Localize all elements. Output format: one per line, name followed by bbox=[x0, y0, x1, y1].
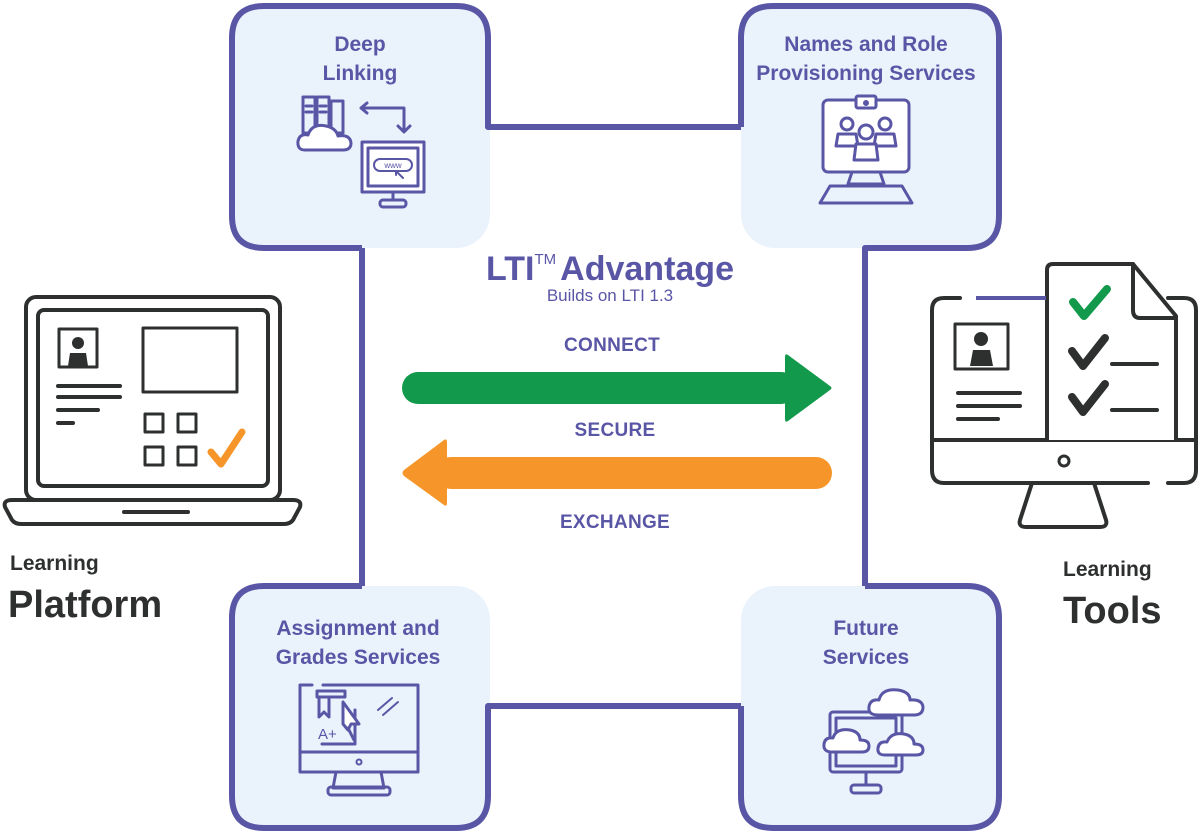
exchange-arrow bbox=[402, 439, 832, 506]
frame-outline bbox=[229, 3, 1002, 831]
frame-top-right bbox=[738, 3, 1002, 586]
frame-bottom-left bbox=[229, 583, 741, 831]
platform-label-small: Learning bbox=[10, 552, 99, 575]
desktop-checklist-icon bbox=[930, 262, 1198, 529]
tools-label-big: Tools bbox=[1063, 590, 1162, 632]
check-icon bbox=[1068, 380, 1109, 416]
laptop-dashboard-icon bbox=[2, 295, 303, 526]
connect-arrow bbox=[402, 354, 832, 422]
secure-label: SECURE bbox=[574, 420, 656, 441]
exchange-label: EXCHANGE bbox=[559, 512, 671, 533]
frame-bottom-right bbox=[738, 583, 1002, 831]
frame-top-left bbox=[229, 3, 741, 251]
cloud-server-to-web-icon bbox=[296, 95, 426, 209]
orange-check-icon bbox=[207, 428, 246, 468]
assignment-grades-title: Assignment and Grades Services bbox=[275, 617, 441, 669]
platform-label-big: Platform bbox=[8, 584, 163, 626]
trademark-mark: TM bbox=[534, 251, 557, 268]
tools-label-small: Learning bbox=[1063, 558, 1152, 581]
avatar-icon bbox=[68, 337, 88, 366]
graded-assignment-monitor-icon bbox=[298, 683, 420, 797]
power-dot bbox=[355, 758, 363, 766]
future-services-title: Future Services bbox=[822, 617, 910, 669]
check-icon bbox=[1068, 334, 1109, 370]
subtitle: Builds on LTI 1.3 bbox=[546, 286, 674, 305]
connect-label: CONNECT bbox=[563, 335, 661, 356]
deep-linking-title: Deep Linking bbox=[322, 33, 398, 85]
group-on-monitor-icon bbox=[818, 94, 914, 205]
title-lti: LTI bbox=[486, 250, 535, 288]
names-roles-title: Names and Role Provisioning Services bbox=[756, 33, 976, 85]
assignment-grades-box bbox=[230, 586, 490, 830]
www-glyph: www bbox=[383, 161, 402, 170]
a-plus-glyph: A+ bbox=[318, 726, 337, 743]
tools-avatar-icon bbox=[970, 332, 993, 366]
clouds-monitor-icon bbox=[822, 688, 925, 795]
title-advantage: Advantage bbox=[560, 250, 734, 288]
green-check-icon bbox=[1069, 285, 1111, 320]
